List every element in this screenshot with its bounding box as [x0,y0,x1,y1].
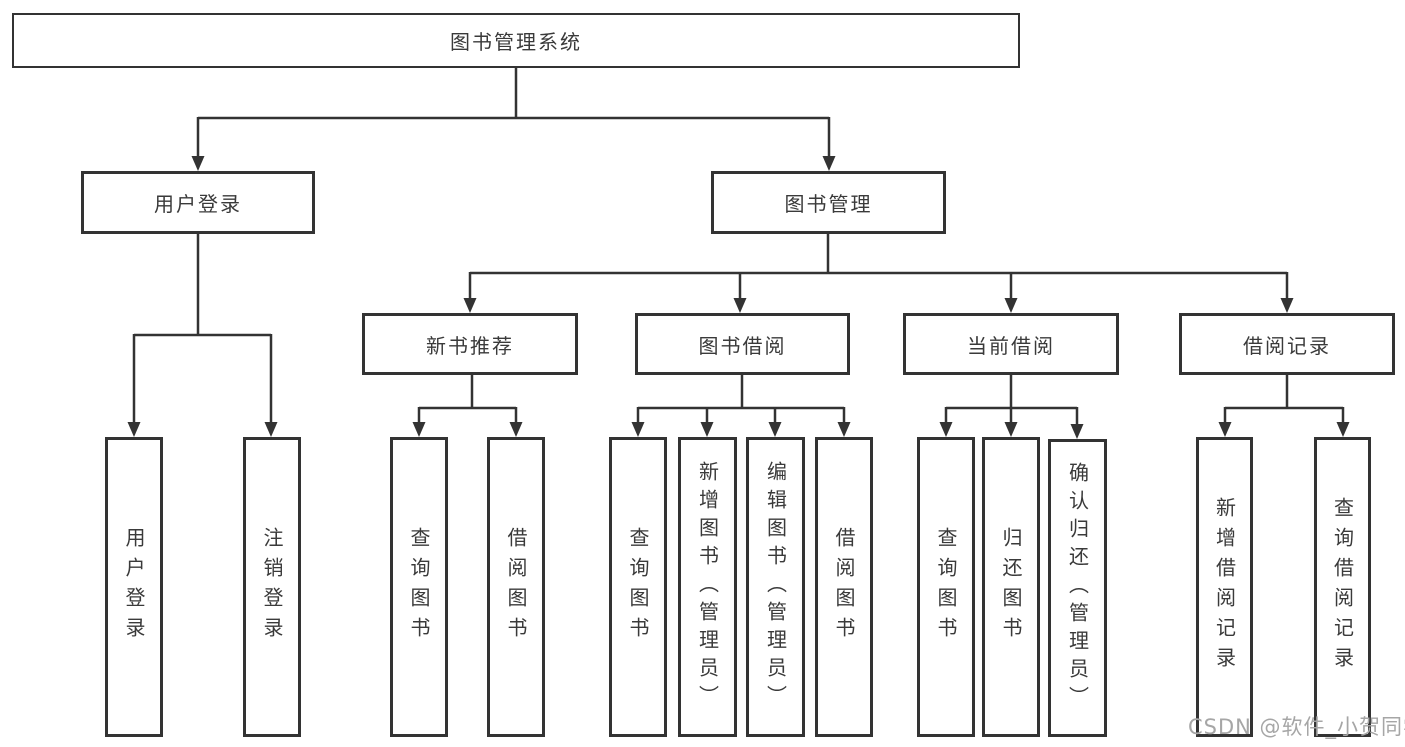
node-current-borrowing-label: 当前借阅 [967,333,1055,358]
borrowing-records-connectors [1218,375,1350,437]
leaf-bb-edit-books-admin-label: 编辑图书（管理员） [763,461,788,713]
node-user-login-label: 用户登录 [154,192,242,216]
root-connectors [191,68,836,171]
leaf-logout-login: 注销登录 [243,437,301,737]
node-library-system: 图书管理系统 [12,13,1020,68]
node-book-management: 图书管理 [711,171,946,234]
leaf-cb-confirm-return-admin: 确认归还（管理员） [1048,439,1107,737]
node-new-book-recommendation: 新书推荐 [362,313,578,375]
new-book-recommendation-connectors [412,375,523,437]
leaf-nbr-query-books: 查询图书 [390,437,448,737]
node-book-borrowing: 图书借阅 [635,313,850,375]
user-login-connectors [127,234,278,437]
leaf-br-query-record-label: 查询借阅记录 [1330,497,1355,677]
leaf-nbr-borrow-books-label: 借阅图书 [504,527,528,647]
book-borrowing-connectors [631,375,851,437]
leaf-logout-login-label: 注销登录 [260,527,284,647]
leaf-cb-confirm-return-admin-label: 确认归还（管理员） [1065,462,1090,714]
leaf-cb-query-books-label: 查询图书 [934,527,958,647]
leaf-nbr-query-books-label: 查询图书 [407,527,431,647]
node-borrowing-records-label: 借阅记录 [1243,333,1331,358]
leaf-br-add-record: 新增借阅记录 [1196,437,1253,737]
leaf-bb-borrow-books-label: 借阅图书 [832,527,856,647]
leaf-bb-query-books: 查询图书 [609,437,667,737]
leaf-user-login-label: 用户登录 [122,527,146,647]
leaf-bb-add-books-admin-label: 新增图书（管理员） [695,461,720,713]
node-new-book-recommendation-label: 新书推荐 [426,333,514,358]
leaf-bb-edit-books-admin: 编辑图书（管理员） [746,437,805,737]
leaf-user-login: 用户登录 [105,437,163,737]
leaf-bb-query-books-label: 查询图书 [626,527,650,647]
leaf-cb-return-books: 归还图书 [982,437,1040,737]
leaf-cb-query-books: 查询图书 [917,437,975,737]
leaf-br-query-record: 查询借阅记录 [1314,437,1371,737]
node-book-borrowing-label: 图书借阅 [698,333,787,358]
node-user-login: 用户登录 [81,171,315,234]
leaf-bb-borrow-books: 借阅图书 [815,437,873,737]
leaf-br-add-record-label: 新增借阅记录 [1212,497,1237,677]
leaf-bb-add-books-admin: 新增图书（管理员） [678,437,737,737]
leaf-cb-return-books-label: 归还图书 [999,527,1023,647]
current-borrowing-connectors [939,375,1084,439]
node-borrowing-records: 借阅记录 [1179,313,1395,375]
book-management-connectors [463,234,1294,313]
node-current-borrowing: 当前借阅 [903,313,1119,375]
leaf-nbr-borrow-books: 借阅图书 [487,437,545,737]
csdn-watermark: CSDN @软件_小贺同学 [1188,715,1405,739]
node-library-system-label: 图书管理系统 [450,30,582,54]
node-book-management-label: 图书管理 [784,192,873,216]
